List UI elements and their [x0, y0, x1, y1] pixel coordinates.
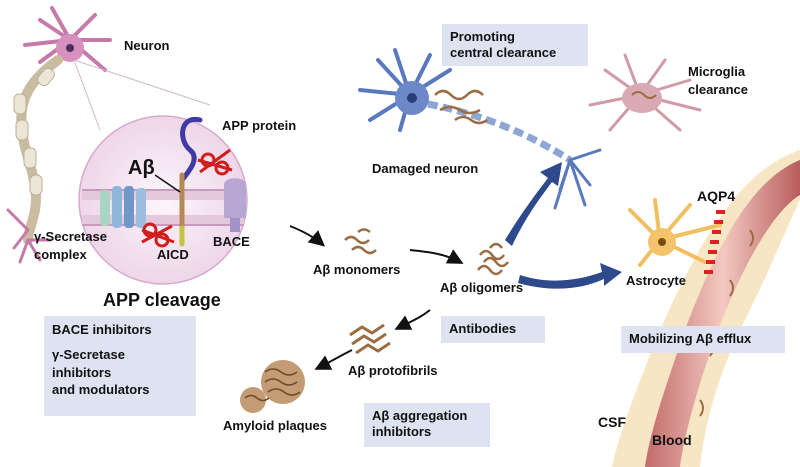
mobilizing-efflux-box: Mobilizing Aβ efflux	[621, 326, 785, 353]
app-protein-label: APP protein	[222, 118, 297, 133]
abeta-protofibrils-label: Aβ protofibrils	[348, 363, 438, 378]
abeta-label: Aβ	[128, 157, 155, 179]
cleavage-inhibitors-box: BACE inhibitors γ-Secretase inhibitors a…	[44, 316, 196, 416]
blue-arrow-to-astrocyte	[518, 263, 622, 289]
scissors-icon	[141, 222, 175, 248]
arrow-protofibrils-to-plaques	[314, 349, 353, 370]
abeta-monomers-label: Aβ monomers	[313, 262, 401, 277]
neuron-icon	[6, 6, 112, 264]
aqp4-channels	[704, 210, 725, 274]
abeta-oligomers-label: Aβ oligomers	[440, 280, 524, 295]
blood-label: Blood	[652, 432, 692, 448]
microglia-label: Microglia clearance	[688, 64, 748, 97]
neuron-label: Neuron	[124, 38, 170, 53]
damaged-neuron-label: Damaged neuron	[372, 161, 479, 176]
csf-label: CSF	[598, 414, 626, 430]
amyloid-plaques-shape	[240, 360, 305, 413]
abeta-oligomers-shape	[477, 242, 509, 276]
astrocyte-label: Astrocyte	[626, 273, 686, 288]
aqp4-label: AQP4	[697, 188, 736, 204]
abeta-protofibrils-shape	[349, 323, 391, 355]
damaged-neuron-icon	[358, 48, 602, 210]
aicd-label: AICD	[157, 247, 189, 262]
antibodies-box: Antibodies	[441, 316, 545, 343]
gamma-secretase-inhibitors-text: γ-Secretase inhibitors and modulators	[52, 347, 150, 398]
app-cleavage-circle	[78, 115, 248, 285]
gamma-secretase-label: γ-Secretase complex	[34, 229, 107, 262]
arrow-cleavage-to-monomers	[289, 225, 326, 247]
scissors-icon	[197, 148, 233, 176]
abeta-pointer	[154, 174, 181, 193]
arrow-oligomers-to-protofibrils	[394, 309, 431, 330]
app-cleavage-label: APP cleavage	[103, 290, 221, 310]
aggregation-inhibitors-box: Aβ aggregation inhibitors	[364, 403, 490, 447]
promoting-central-clearance-box: Promoting central clearance	[442, 24, 588, 66]
bace-inhibitors-text: BACE inhibitors	[52, 322, 152, 337]
arrow-monomers-to-oligomers	[409, 249, 464, 264]
abeta-monomers-shape	[344, 228, 377, 255]
astrocyte-icon	[628, 198, 722, 267]
blue-arrow-to-damaged-neuron	[505, 162, 562, 246]
amyloid-plaques-label: Amyloid plaques	[223, 418, 328, 433]
microglia-icon	[588, 53, 702, 132]
bace-label: BACE	[213, 234, 250, 249]
